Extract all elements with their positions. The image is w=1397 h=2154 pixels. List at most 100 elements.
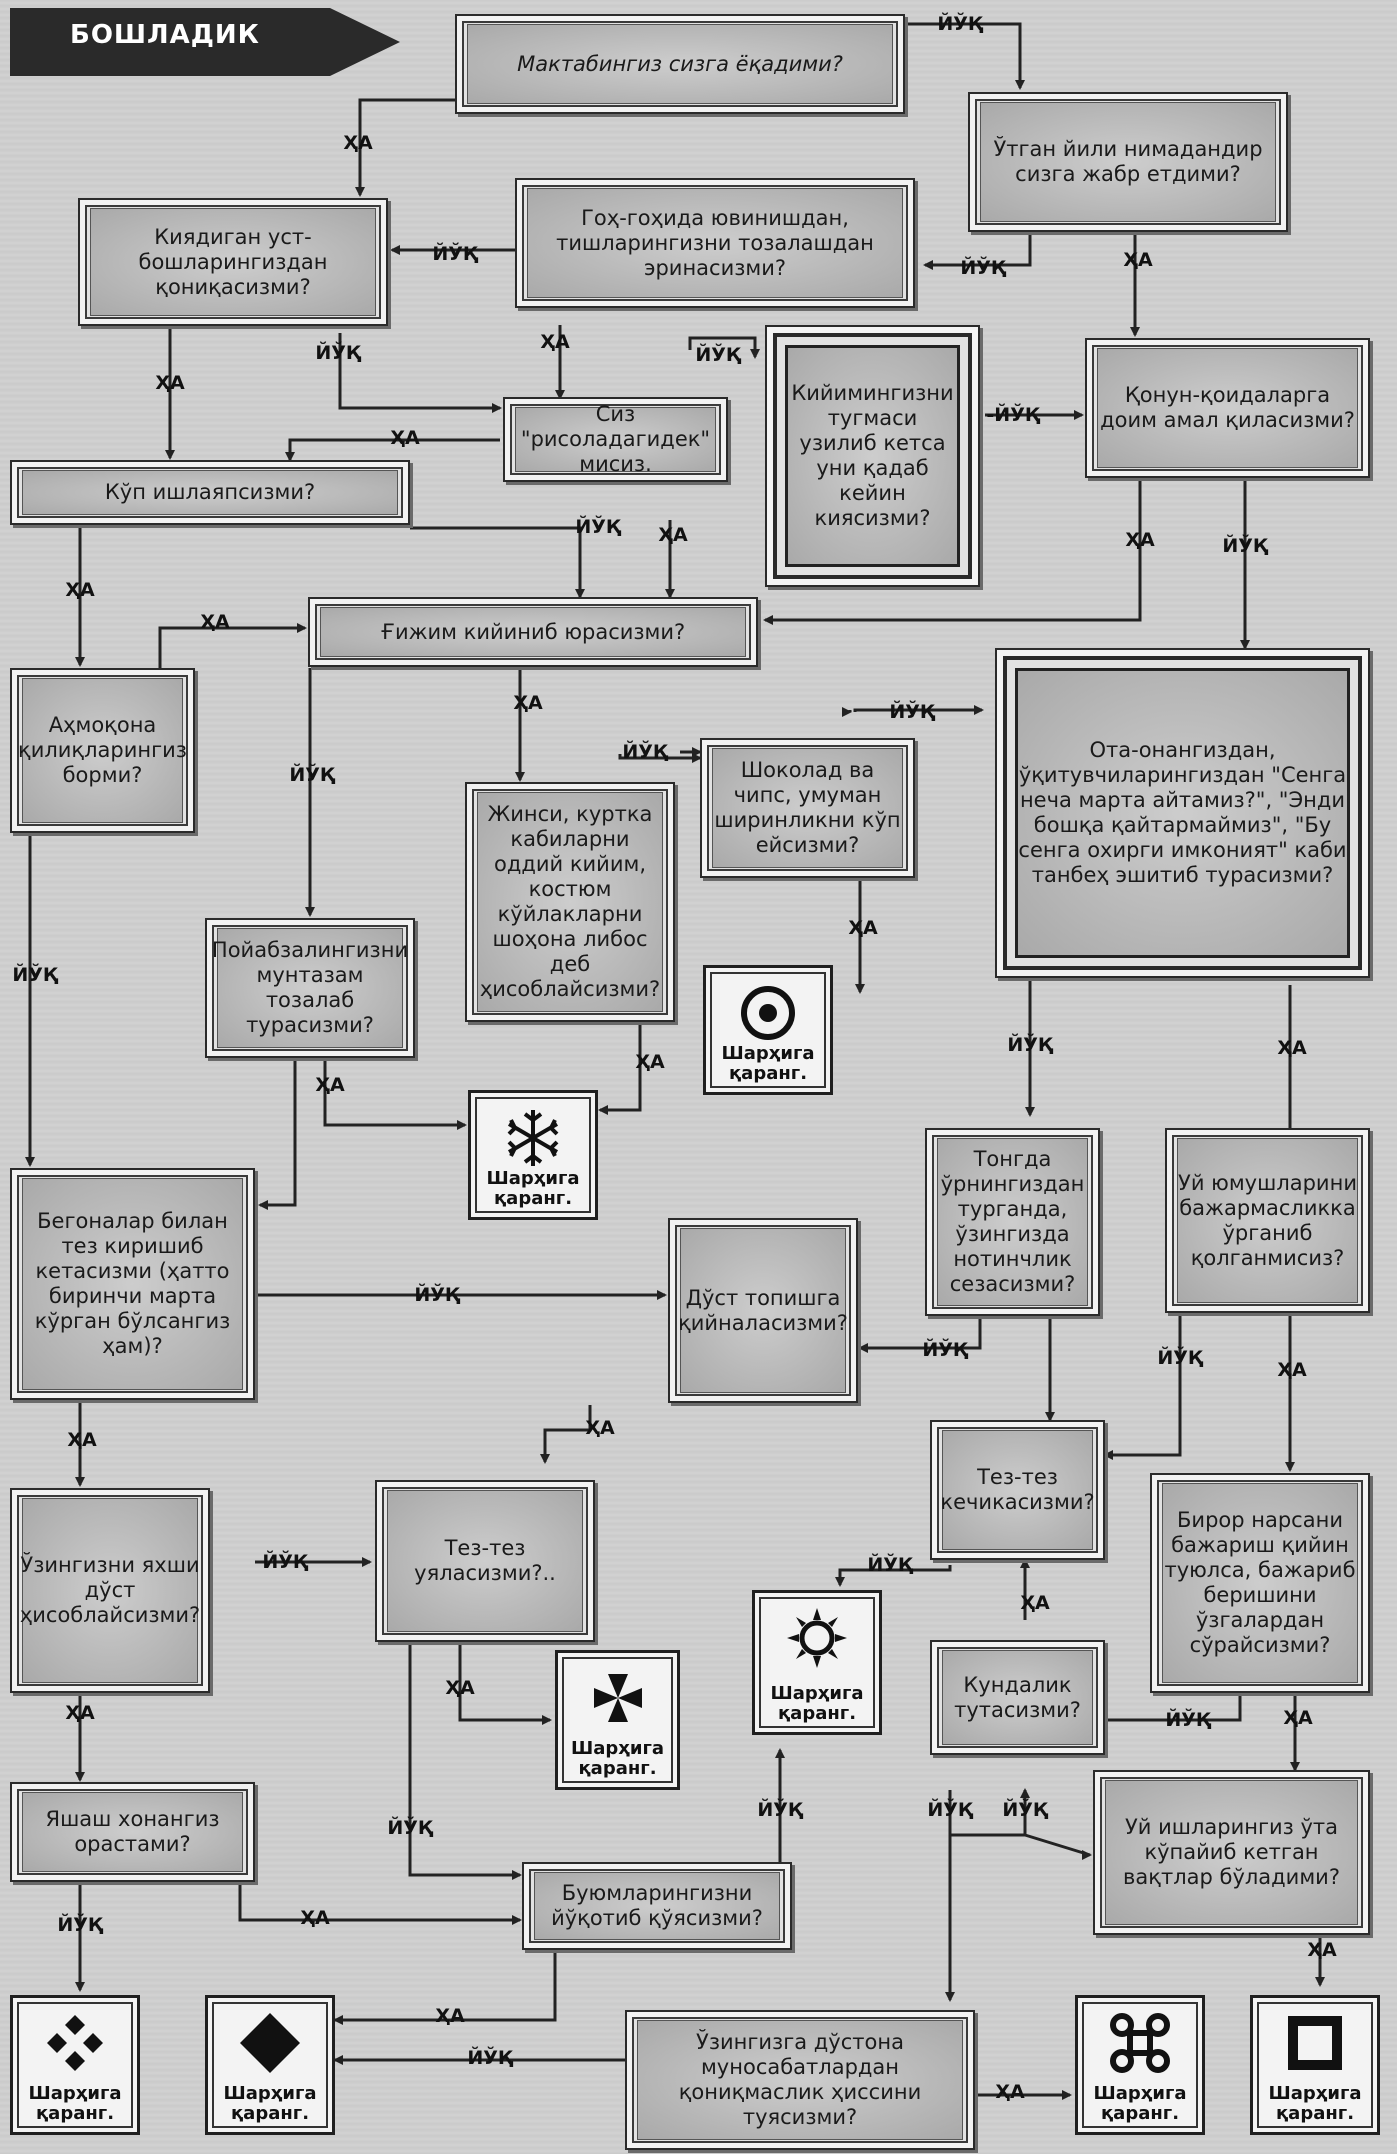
question-text: Кийимингизни тугмаси узилиб кетса уни қа… [785,345,960,567]
question-text: Сиз "рисоладагидек" мисиз. [515,402,716,476]
maltese-cross-icon [558,1663,677,1733]
no-label: ЙЎҚ [622,741,668,763]
question-8: Кўп ишлаяпсизми? [10,460,410,525]
question-text: Тез-тез уяласизми?.. [387,1490,583,1632]
target-icon [706,978,830,1048]
connector [853,705,984,715]
question-11: Шоколад ва чипс, умуман ширинликни кўп е… [700,738,915,878]
connector [333,1940,557,2025]
no-label: ЙЎҚ [1007,1034,1053,1056]
connector [1024,1833,1092,1858]
yes-label: ҲА [540,331,570,353]
question-25: Яшаш хонангиз орастами? [10,1782,255,1882]
yes-label: ҲА [435,2005,465,2027]
yes-label: ҲА [300,1907,330,1929]
result-caption: Шарҳига қаранг. [28,2083,122,2124]
question-text: Дўст топишга қийналасизми? [678,1228,848,1393]
connector [1103,1312,1182,1460]
result-caption: Шарҳига қаранг. [1093,2083,1187,2124]
question-text: Ўтган йили нимадандир сизга жабр етдими? [980,102,1276,222]
yes-label: ҲА [65,1702,95,1724]
connector [618,753,702,763]
question-26: Буюмларингизни йўқотиб қўясизми? [522,1862,792,1950]
question-18: Дўст топишга қийналасизми? [668,1218,858,1403]
question-text: Бирор нарсани бажариш қийин туюлса, бажа… [1162,1483,1358,1683]
no-label: ЙЎҚ [575,516,621,538]
question-12: Ота-онангиздан, ўқитувчиларингиздан "Сен… [995,648,1370,978]
question-3: Киядиган уст-бошларингиздан қониқасизми? [78,198,388,326]
question-23: Кундалик тутасизми? [930,1640,1105,1755]
connector [1088,1695,1242,1725]
no-label: ЙЎҚ [757,1799,803,1821]
question-text: Уй ишларингиз ўта кўпайиб кетган вақтлар… [1105,1780,1358,1925]
yes-label: ҲА [1123,249,1153,271]
question-24: Уй ишларингиз ўта кўпайиб кетган вақтлар… [1093,1770,1370,1935]
yes-label: ҲА [848,917,878,939]
no-label: ЙЎҚ [1222,535,1268,557]
connector [158,623,307,670]
question-text: Гоҳ-гоҳида ювинишдан, тишларингизни тоза… [527,188,903,298]
question-22: Тез-тез уяласизми?.. [375,1480,595,1642]
question-text: Уй юмушларини бажармасликка ўрганиб қолг… [1177,1138,1358,1303]
result-maltese-cross: Шарҳига қаранг. [555,1650,680,1790]
no-label: ЙЎҚ [1002,1799,1048,1821]
question-text: Киядиган уст-бошларингиздан қониқасизми? [90,208,376,316]
question-9: Ғижим кийиниб юрасизми? [308,597,758,667]
question-5: Сиз "рисоладагидек" мисиз. [503,397,728,482]
question-text: Тез-тез кечикасизми? [940,1430,1095,1550]
question-17: Бегоналар билан тез киришиб кетасизми (ҳ… [10,1168,255,1400]
connector [458,1640,552,1725]
no-label: ЙЎҚ [960,257,1006,279]
connector [258,1060,297,1210]
question-text: Жинси, куртка кабиларни оддий кийим, кос… [477,792,663,1012]
command-key-icon [1078,2008,1202,2078]
result-square-frame: Шарҳига қаранг. [1250,1995,1380,2135]
yes-label: ҲА [1307,1939,1337,1961]
sun-icon [755,1603,879,1673]
no-label: ЙЎҚ [867,1554,913,1576]
question-text: Шоколад ва чипс, умуман ширинликни кўп е… [712,748,903,868]
connector [923,232,1032,270]
yes-label: ҲА [658,524,688,546]
no-label: ЙЎҚ [289,764,335,786]
question-2: Ўтган йили нимадандир сизга жабр етдими? [968,92,1288,232]
connector [858,1318,982,1353]
no-label: ЙЎҚ [467,2047,513,2069]
question-text: Аҳмоқона қилиқларингиз борми? [18,678,187,823]
question-14: Пойабзалингизни мунтазам тозалаб турасиз… [205,918,415,1058]
no-label: ЙЎҚ [414,1284,460,1306]
no-label: ЙЎҚ [262,1551,308,1573]
result-four-diamonds: Шарҳига қаранг. [10,1995,140,2135]
connector [540,1405,592,1464]
question-text: Кундалик тутасизми? [942,1650,1093,1745]
connector [835,1565,952,1587]
result-sun: Шарҳига қаранг. [752,1590,882,1735]
start-label: БОШЛАДИК [70,20,260,50]
question-text: Буюмларингизни йўқотиб қўясизми? [534,1872,780,1940]
result-caption: Шарҳига қаранг. [486,1168,580,1209]
yes-label: ҲА [1283,1707,1313,1729]
connector [410,526,585,599]
yes-label: ҲА [200,611,230,633]
result-command-key: Шарҳига қаранг. [1075,1995,1205,2135]
question-4: Гоҳ-гоҳида ювинишдан, тишларингизни тоза… [515,178,915,308]
question-text: Ўзингизни яхши дўст ҳисоблайсизми? [20,1498,200,1683]
result-diamond: Шарҳига қаранг. [205,1995,335,2135]
result-snowflake: Шарҳига қаранг. [468,1090,598,1220]
question-13: Жинси, куртка кабиларни оддий кийим, кос… [465,782,675,1022]
yes-label: ҲА [390,427,420,449]
connector [763,475,1142,625]
connector [905,22,1025,90]
square-frame-icon [1253,2008,1377,2078]
yes-label: ҲА [445,1677,475,1699]
question-10: Аҳмоқона қилиқларингиз борми? [10,668,195,833]
no-label: ЙЎҚ [937,13,983,35]
connector [355,98,455,197]
question-16: Уй юмушларини бажармасликка ўрганиб қолг… [1165,1128,1370,1313]
question-text: Тонгда ўрнингиздан турганда, ўзингизда н… [937,1138,1088,1306]
no-label: ЙЎҚ [387,1817,433,1839]
question-text: Ота-онангиздан, ўқитувчиларингиздан "Сен… [1015,668,1350,958]
result-caption: Шарҳига қаранг. [770,1683,864,1724]
yes-label: ҲА [1277,1359,1307,1381]
